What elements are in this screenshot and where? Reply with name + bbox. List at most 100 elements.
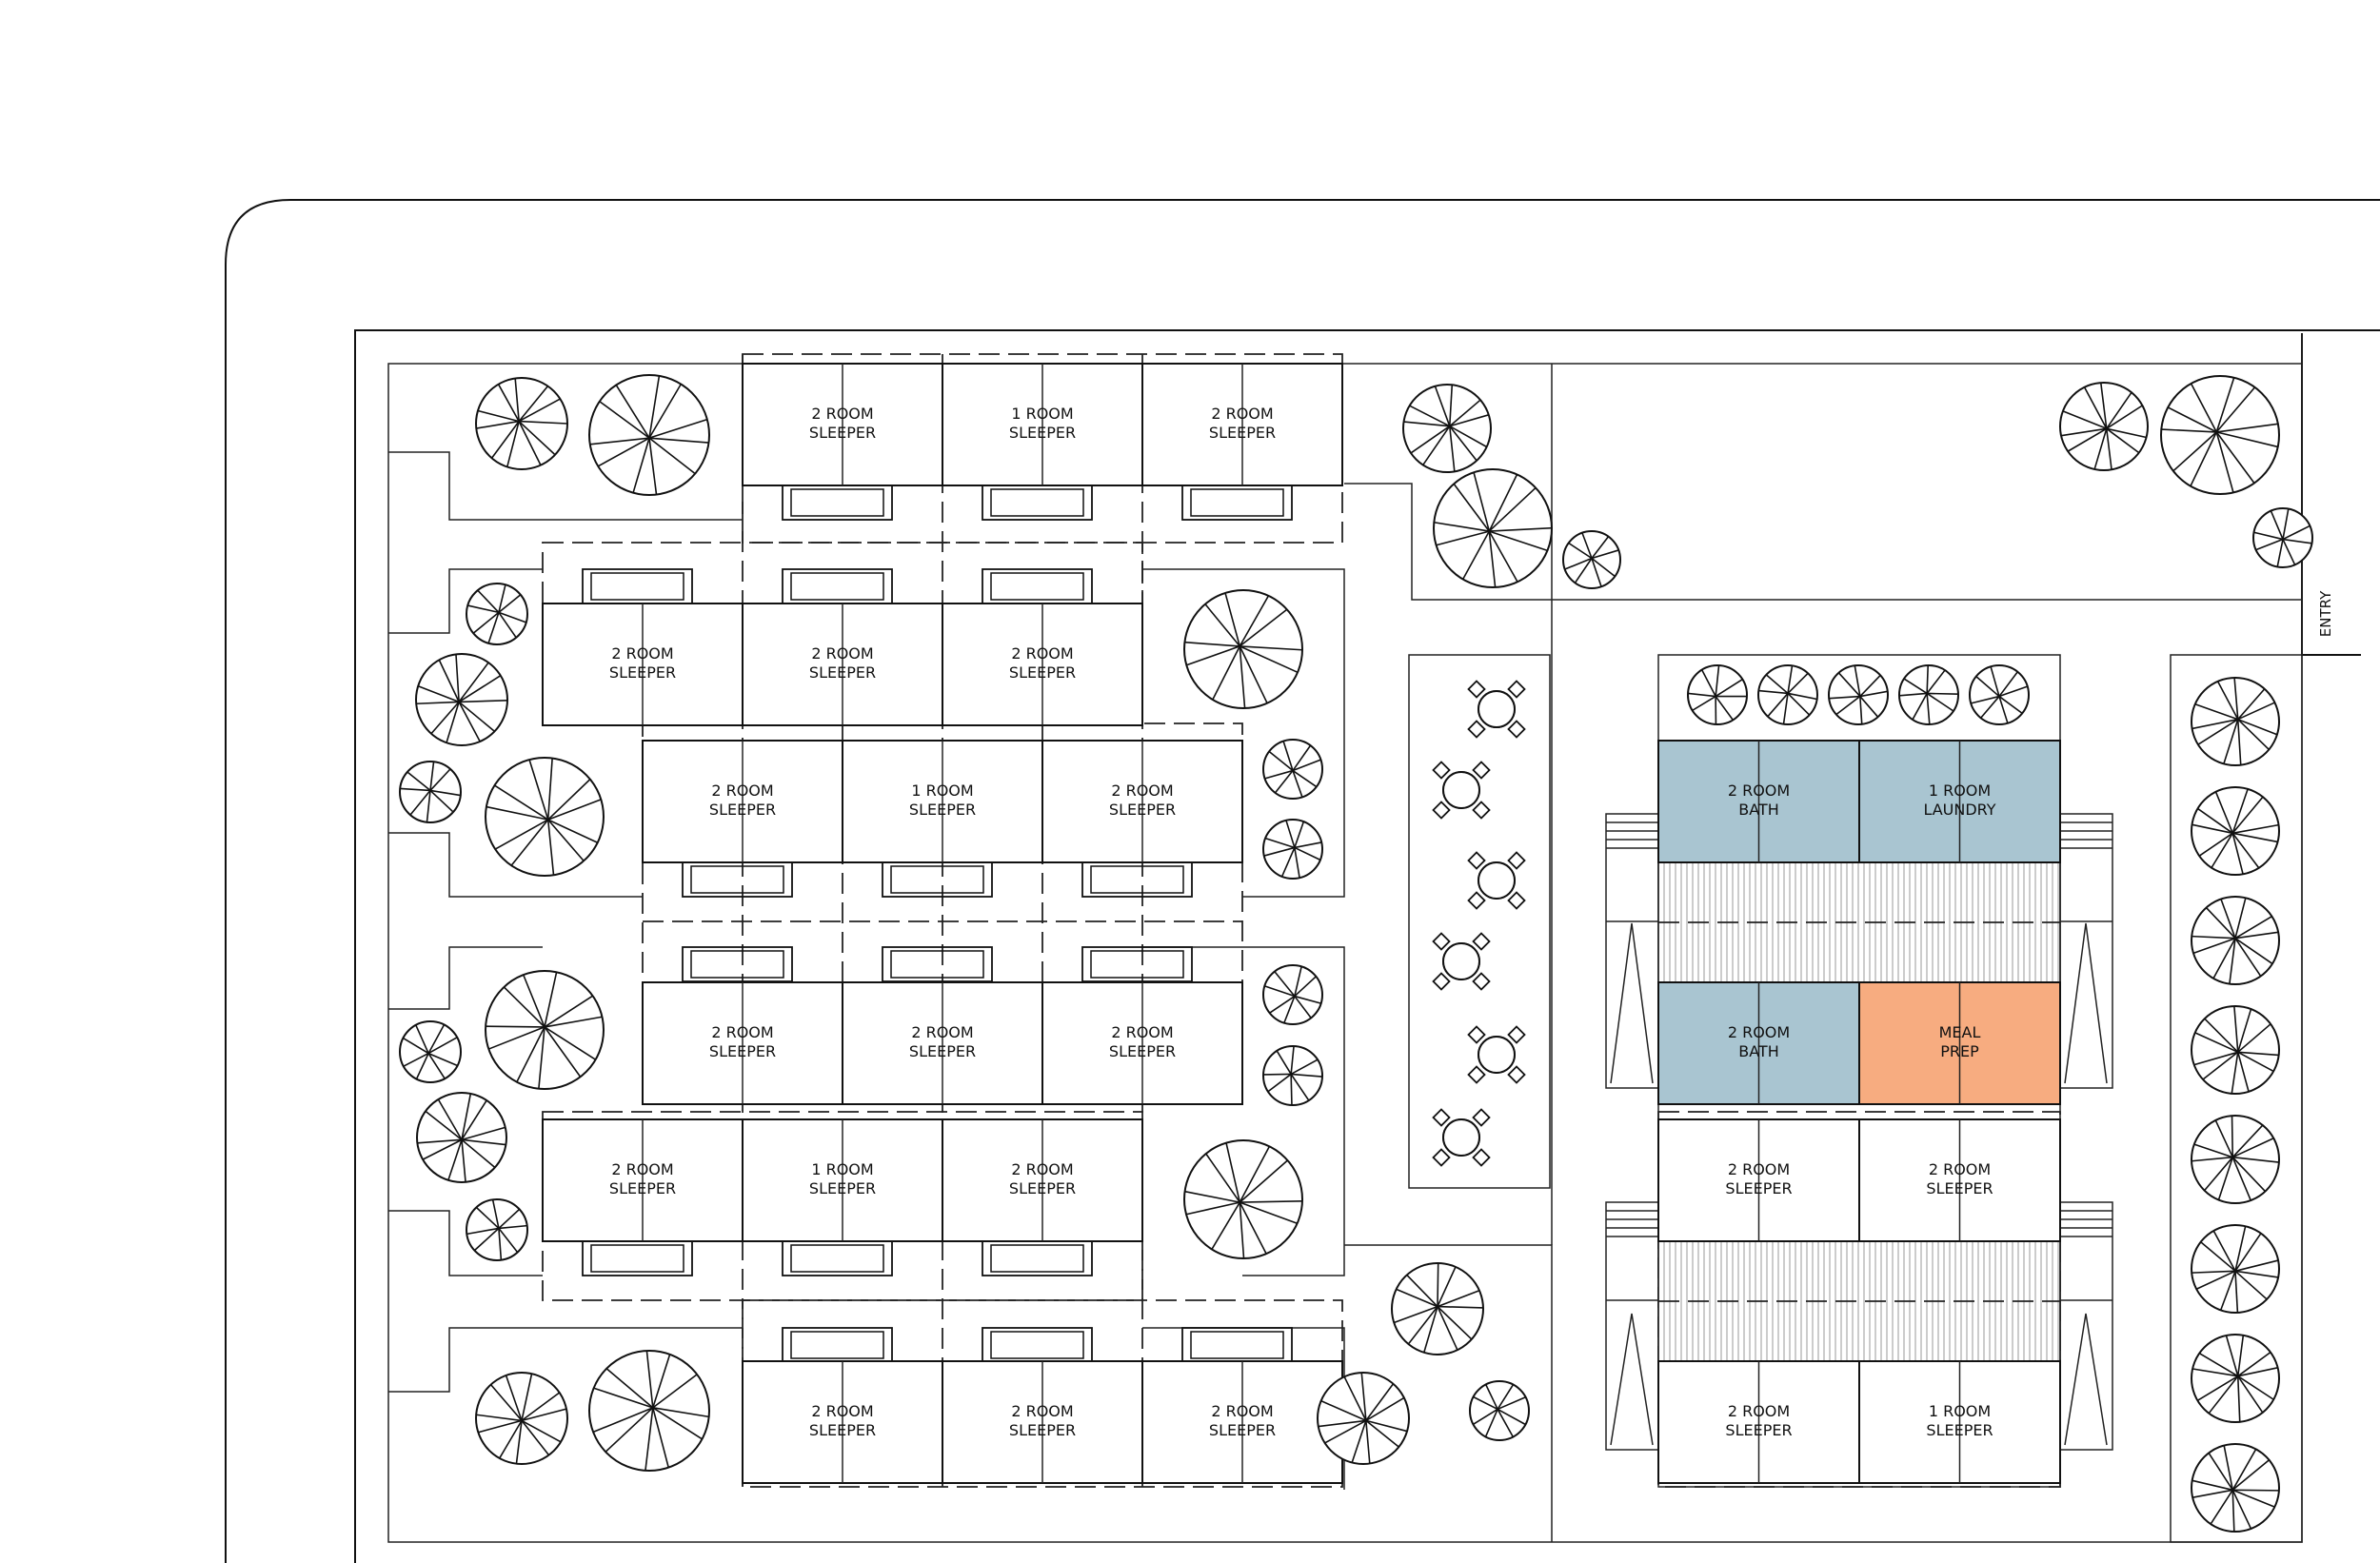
porch-step <box>882 861 993 898</box>
tree-icon <box>1391 1262 1484 1355</box>
module-label-line2: SLEEPER <box>809 663 876 682</box>
tree-icon <box>2059 382 2149 471</box>
tree-icon <box>2191 1443 2280 1533</box>
module-label-line1: 1 ROOM <box>811 1160 873 1178</box>
entry-porches <box>582 485 1293 1363</box>
left-landscape-pockets <box>388 451 743 1393</box>
porch-step <box>982 568 1093 604</box>
module-label-line1: 1 ROOM <box>911 782 973 800</box>
porch-step <box>782 1327 893 1363</box>
module-label-line2: LAUNDRY <box>1923 801 1995 819</box>
tree-icon <box>1317 1372 1410 1465</box>
table-with-chairs-icon <box>1432 932 1491 991</box>
tree-icon <box>1262 819 1323 880</box>
module-label-line2: SLEEPER <box>809 1179 876 1197</box>
module-label-line1: 2 ROOM <box>1111 782 1173 800</box>
porch-step <box>682 946 793 982</box>
module-label-line1: 2 ROOM <box>711 1023 773 1041</box>
porch-step <box>882 946 993 982</box>
module-label-line1: 2 ROOM <box>611 644 673 663</box>
trees <box>399 374 2313 1533</box>
tree-icon <box>2191 786 2280 876</box>
porch-step <box>982 1240 1093 1276</box>
tree-icon <box>1969 664 2030 725</box>
module-label-line2: SLEEPER <box>809 1421 876 1439</box>
module-label-line2: SLEEPER <box>809 424 876 442</box>
tree-icon <box>1262 1045 1323 1106</box>
entry-label: ENTRY <box>2317 590 2334 637</box>
porch-step <box>1181 1327 1293 1363</box>
module-label-line1: 2 ROOM <box>711 782 773 800</box>
dining-patio <box>1408 654 1551 1189</box>
tree-icon <box>475 1372 568 1465</box>
module-label-line1: 2 ROOM <box>1728 1023 1790 1041</box>
tree-icon <box>1402 384 1492 473</box>
tree-icon <box>2191 1224 2280 1314</box>
module-label-line2: SLEEPER <box>609 1179 676 1197</box>
module-label-line1: 2 ROOM <box>811 405 873 423</box>
porch-step <box>1081 861 1193 898</box>
site-boundary <box>354 329 2380 1563</box>
module-label-line1: 2 ROOM <box>1011 644 1073 663</box>
table-with-chairs-icon <box>1467 680 1526 739</box>
tree-icon <box>485 757 605 877</box>
tree-icon <box>1469 1380 1530 1441</box>
entry-gate: ENTRY <box>2301 333 2361 656</box>
stair-treads <box>1606 821 2112 1237</box>
tree-icon <box>1757 664 1818 725</box>
tree-icon <box>399 1020 462 1083</box>
table-with-chairs-icon <box>1467 851 1526 910</box>
tree-icon <box>588 1350 710 1472</box>
module-label-line1: MEAL <box>1939 1023 1981 1041</box>
table-with-chairs-icon <box>1432 1108 1491 1167</box>
module-label-line2: SLEEPER <box>1009 424 1076 442</box>
porch-step <box>1081 946 1193 982</box>
module-label-line1: 2 ROOM <box>1011 1160 1073 1178</box>
dining-tables <box>1432 680 1526 1167</box>
ramps-and-stairs <box>1605 813 2113 1451</box>
tree-icon <box>1183 589 1303 709</box>
module-label-line2: SLEEPER <box>1926 1179 1993 1197</box>
tree-icon <box>588 374 710 496</box>
module-label-line1: 2 ROOM <box>1211 1402 1273 1420</box>
module-label-line2: SLEEPER <box>1009 1421 1076 1439</box>
tree-icon <box>475 377 568 470</box>
module-label-line1: 2 ROOM <box>1728 1402 1790 1420</box>
porch-step <box>682 861 793 898</box>
module-label-line1: 2 ROOM <box>811 644 873 663</box>
deck-hatch <box>1657 861 2061 983</box>
module-label-line2: SLEEPER <box>1926 1421 1993 1439</box>
tree-icon <box>466 583 528 645</box>
tree-icon <box>1262 739 1323 800</box>
tree-icon <box>2160 375 2280 495</box>
module-label-line1: 2 ROOM <box>1211 405 1273 423</box>
porch-step <box>582 1240 693 1276</box>
module-label-line1: 2 ROOM <box>911 1023 973 1041</box>
deck-hatch <box>1657 1240 2061 1362</box>
module-label-line2: PREP <box>1940 1042 1979 1060</box>
module-label-line2: SLEEPER <box>909 1042 976 1060</box>
tree-icon <box>2191 1334 2280 1423</box>
module-label-line2: SLEEPER <box>1009 1179 1076 1197</box>
tree-icon <box>466 1198 528 1261</box>
module-label-line1: 2 ROOM <box>611 1160 673 1178</box>
tree-icon <box>2252 507 2313 568</box>
tree-icon <box>1262 964 1323 1025</box>
